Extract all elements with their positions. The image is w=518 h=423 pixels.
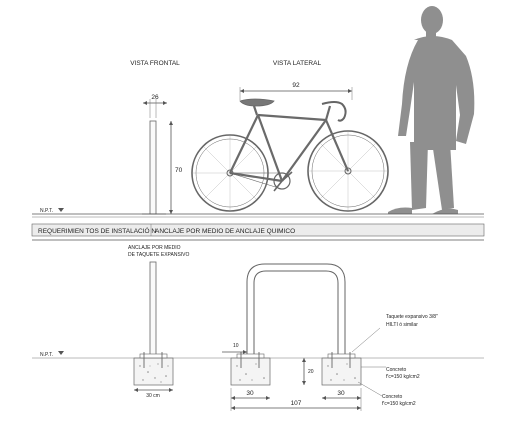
bike-length-dimension — [239, 87, 353, 100]
upper-ground-line — [32, 213, 484, 218]
bicycle-illustration — [191, 98, 389, 212]
upper-level-marker — [58, 208, 64, 212]
bike-length-value: 92 — [292, 82, 300, 89]
foundation-depth-dimension — [302, 358, 306, 385]
bottom-dimensions — [230, 388, 362, 411]
front-view-title: VISTA FRONTAL — [130, 60, 180, 67]
concrete1-note-line1: Concreto — [386, 367, 407, 373]
expansive-note-line1: ANCLAJE POR MEDIO — [128, 245, 181, 251]
concrete2-note-line1: Concreto — [382, 394, 403, 400]
offset-dimension — [222, 350, 247, 354]
u-rack-detail — [230, 263, 362, 386]
post-width-value: 26 — [151, 94, 159, 101]
foundation-width-dimension — [134, 388, 173, 392]
left-foundation-value: 30 — [246, 390, 254, 397]
side-view-title: VISTA LATERAL — [273, 60, 322, 67]
foundation-depth-value: 20 — [308, 369, 314, 375]
lower-level-marker — [58, 351, 64, 355]
concrete2-note-line2: f'c=150 kg/cm2 — [382, 401, 416, 407]
section-band — [31, 223, 485, 241]
upper-npt-label: N.P.T. — [40, 208, 53, 214]
lower-npt-label: N.P.T. — [40, 352, 53, 358]
total-width-value: 107 — [291, 400, 302, 407]
band-right-label: ANCLAJE POR MEDIO DE ANCLAJE QUIMICO — [155, 228, 295, 235]
foundation-width-value: 30 cm — [146, 393, 160, 399]
front-view-post — [142, 120, 166, 215]
expansive-note-line2: DE TAQUETE EXPANSIVO — [128, 252, 190, 258]
concrete1-note-line2: f'c=150 kg/cm2 — [386, 374, 420, 380]
right-foundation-value: 30 — [337, 390, 345, 397]
post-width-dimension — [143, 99, 167, 118]
band-left-label: REQUERIMIEN TOS DE INSTALACIÓ N — [38, 226, 156, 235]
single-post-detail — [133, 261, 174, 386]
offset-value: 10 — [233, 343, 239, 349]
concrete2-leader — [357, 381, 383, 397]
post-height-dimension — [169, 121, 173, 214]
taquete-leader — [351, 327, 381, 353]
post-height-value: 70 — [175, 167, 183, 174]
taquete-note-line1: Taquete expansivo 3/8" — [386, 314, 438, 320]
taquete-note-line2: HILTI ó similar — [386, 322, 418, 328]
person-silhouette — [388, 6, 475, 214]
